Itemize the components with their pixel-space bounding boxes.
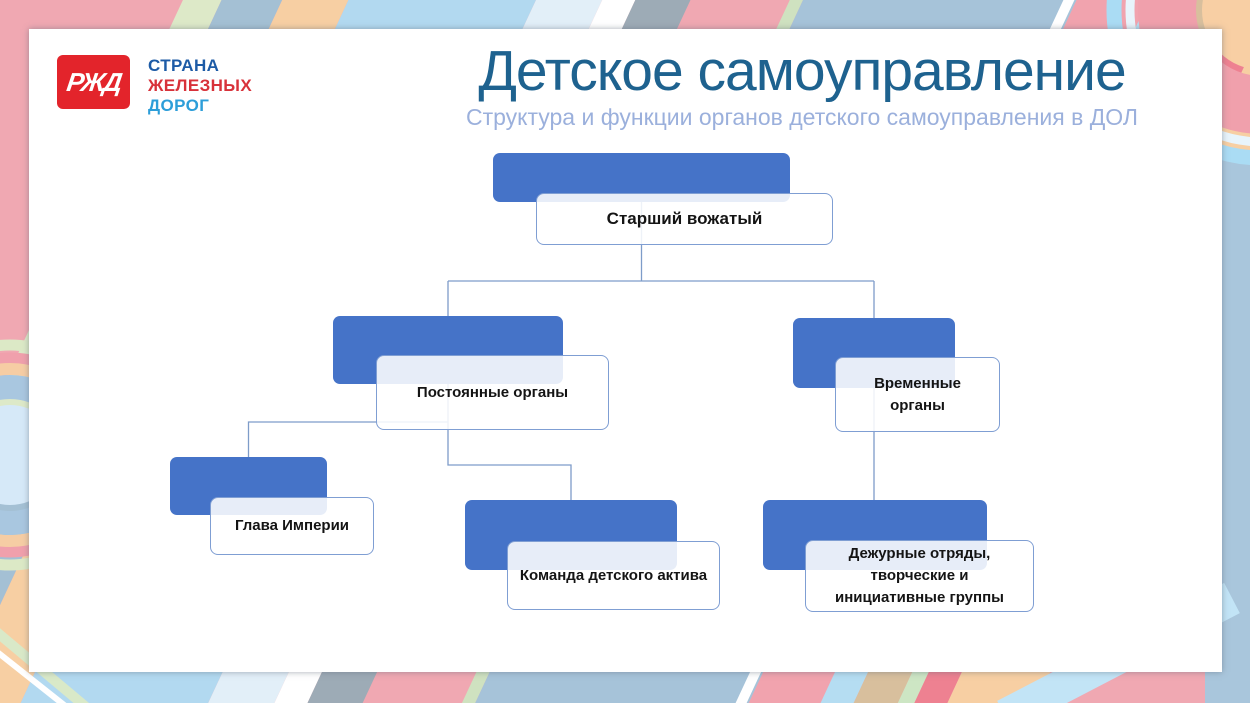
header-block: Детское самоуправление Структура и функц… <box>360 40 1244 130</box>
org-node-label-permanent[interactable]: Постоянные органы <box>376 355 609 430</box>
org-node-label-team[interactable]: Команда детского актива <box>507 541 720 610</box>
rzd-monogram: РЖД <box>64 66 123 97</box>
org-node-text: Дежурные отряды, творческие и инициативн… <box>835 545 1004 606</box>
org-node-text: Старший вожатый <box>606 208 763 228</box>
logo-line-dorog: ДОРОГ <box>148 96 210 115</box>
slide-title: Детское самоуправление <box>478 39 1126 103</box>
logo-line-zheleznyh: ЖЕЛЕЗНЫХ <box>148 76 253 95</box>
rzd-logo-icon: РЖД <box>57 55 130 109</box>
rzd-logo-text: СТРАНА ЖЕЛЕЗНЫХ ДОРОГ <box>148 55 252 116</box>
org-node-text: Временные органы <box>874 374 961 414</box>
org-node-label-root[interactable]: Старший вожатый <box>536 193 833 245</box>
slide-subtitle: Структура и функции органов детского сам… <box>465 104 1139 130</box>
rzd-logo: РЖД СТРАНА ЖЕЛЕЗНЫХ ДОРОГ <box>57 55 252 116</box>
logo-line-strana: СТРАНА <box>148 56 220 75</box>
org-node-label-temporary[interactable]: Временные органы <box>835 357 1000 432</box>
org-node-text: Постоянные органы <box>416 383 569 401</box>
org-node-text: Команда детского актива <box>519 566 708 584</box>
org-node-label-duty[interactable]: Дежурные отряды, творческие и инициативн… <box>805 540 1034 612</box>
org-node-text: Глава Империи <box>234 517 350 535</box>
org-node-label-head[interactable]: Глава Империи <box>210 497 374 555</box>
